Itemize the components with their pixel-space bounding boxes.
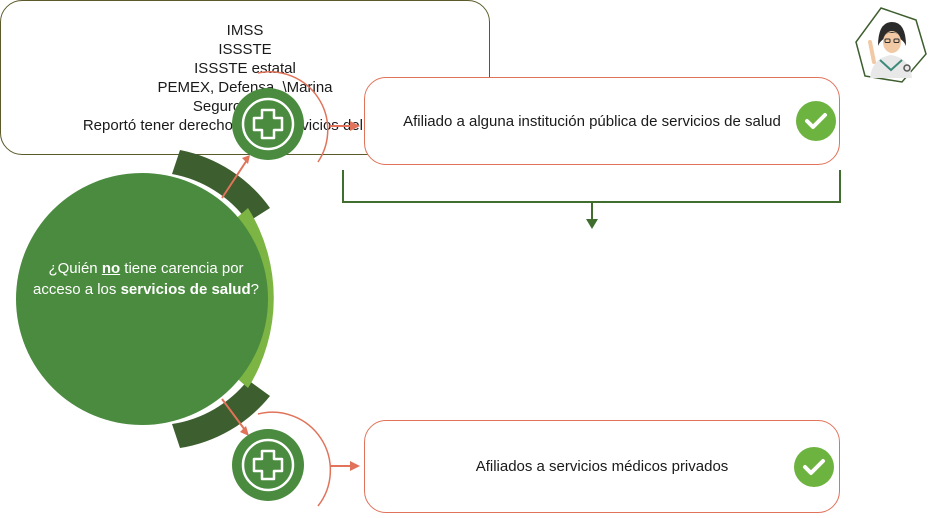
check-circle-icon (796, 101, 836, 141)
connector-arrow-top (242, 155, 250, 164)
question-prefix: ¿Quién (48, 260, 102, 277)
public-health-box: Afiliado a alguna institución pública de… (364, 77, 840, 165)
institution-item: PEMEX, Defensa, \Marina (157, 78, 333, 96)
institution-item: IMSS (226, 21, 264, 39)
connector-line-bottom (221, 398, 246, 431)
question-circle (16, 173, 268, 425)
private-health-text: Afiliados a servicios médicos privados (475, 458, 729, 475)
public-health-text: Afiliado a alguna institución pública de… (403, 112, 781, 130)
ring-segment-bottom-dark (172, 380, 270, 448)
question-middle: tiene carencia por acceso a los (33, 260, 244, 298)
plus-circle-icon (232, 429, 304, 501)
question-text: ¿Quién no tiene carencia por acceso a lo… (30, 258, 262, 300)
ring-segment-top-dark (172, 150, 270, 222)
private-health-box: Afiliados a servicios médicos privados (364, 420, 840, 513)
question-suffix: ? (250, 281, 259, 298)
plus-circle-icon (232, 88, 304, 160)
bracket-arrow (586, 219, 598, 229)
bracket-connector (342, 170, 841, 222)
check-circle-icon (794, 447, 834, 487)
plus-to-box-arrow-bottom (350, 461, 360, 471)
connector-line-top (221, 159, 248, 199)
plus-top-arc (257, 71, 329, 163)
institution-item: ISSSTE (218, 40, 272, 58)
plus-to-box-arrow-top (350, 121, 360, 131)
doctor-avatar-icon (855, 7, 927, 83)
connector-arrow-bottom (240, 426, 249, 436)
plus-bottom-arc (257, 411, 332, 507)
question-emphasis: no (101, 260, 121, 277)
question-bold: servicios de salud (120, 281, 251, 298)
